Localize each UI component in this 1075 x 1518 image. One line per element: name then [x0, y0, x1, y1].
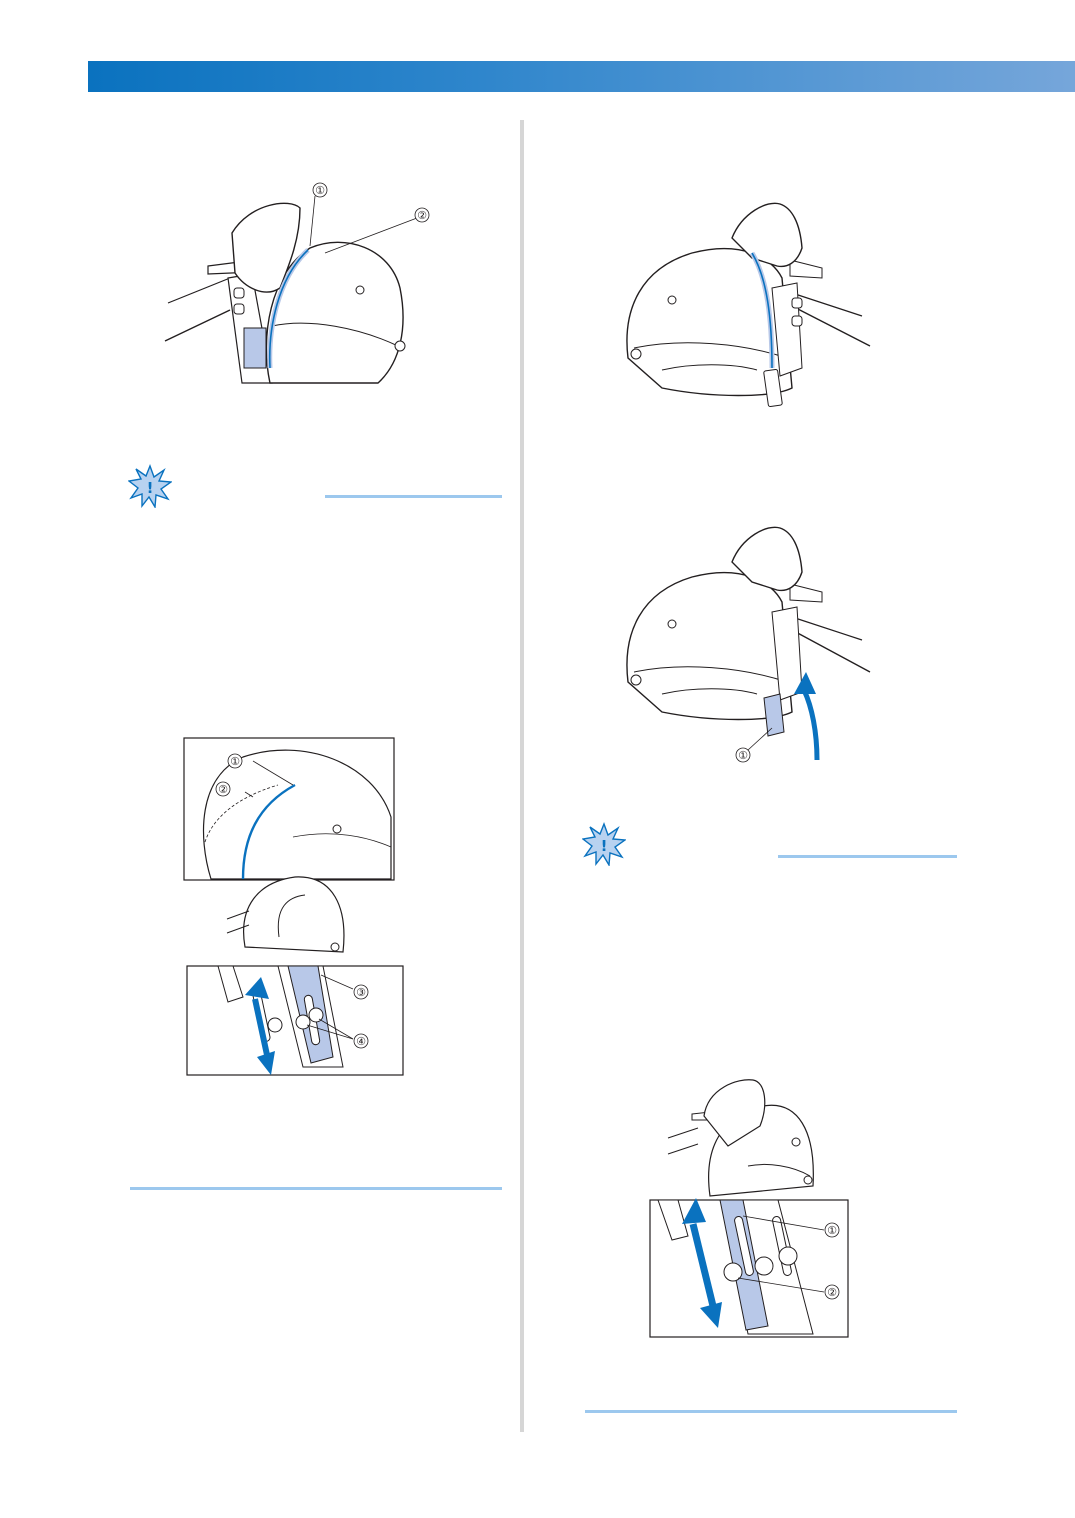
- note-burst-icon: !: [581, 822, 627, 868]
- svg-text:!: !: [601, 837, 608, 855]
- callout-2-label: ②: [218, 783, 228, 796]
- callout-1: [227, 753, 243, 769]
- note-burst-icon: !: [127, 464, 173, 510]
- note-rule: [325, 495, 502, 498]
- section-rule: [130, 1187, 502, 1190]
- callout-4-label: ④: [356, 1035, 366, 1048]
- callout-4: [353, 1033, 369, 1049]
- svg-text:!: !: [147, 479, 154, 497]
- figure-band-adjustment: ① ② ③ ④: [183, 737, 408, 1077]
- callout-2: [824, 1284, 840, 1300]
- header-bar: [88, 61, 1075, 92]
- callout-1: [312, 182, 328, 198]
- callout-1: [735, 747, 751, 763]
- callout-2-label: ②: [417, 209, 427, 222]
- callout-1-label: ①: [738, 749, 748, 762]
- callout-3: [353, 984, 369, 1000]
- figure-band-slide: ① ②: [648, 1076, 858, 1341]
- callout-2: [414, 207, 430, 223]
- callout-2: [215, 781, 231, 797]
- callout-1-label: ①: [230, 755, 240, 768]
- section-rule: [585, 1410, 957, 1413]
- callout-1: [824, 1222, 840, 1238]
- note-rule: [778, 855, 957, 858]
- column-divider: [520, 120, 524, 1432]
- figure-clamp-close: ①: [622, 522, 877, 767]
- callout-1-label: ①: [315, 184, 325, 197]
- figure-cap-front-view: [622, 198, 877, 416]
- callout-1-label: ①: [827, 1224, 837, 1237]
- callout-3-label: ③: [356, 986, 366, 999]
- callout-2-label: ②: [827, 1286, 837, 1299]
- figure-cap-frame-attach: ① ②: [160, 178, 440, 388]
